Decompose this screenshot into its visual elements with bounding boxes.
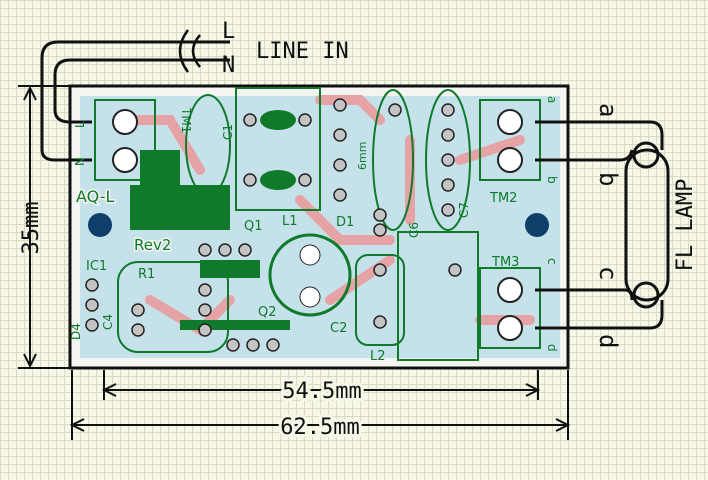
c1-pad-bottom bbox=[260, 170, 296, 190]
c2-pad-2 bbox=[299, 286, 321, 308]
tm2-label: TM2 bbox=[489, 191, 517, 206]
capacitor-c6-outline bbox=[372, 89, 414, 231]
lamp-end-cap-top bbox=[632, 141, 660, 169]
c7-label: C7 bbox=[457, 202, 471, 218]
outer-width-label: 62.5mm bbox=[280, 415, 359, 440]
board-rev-label: Rev2 bbox=[134, 236, 171, 254]
q1-label: Q1 bbox=[244, 219, 263, 234]
ic1-label: IC1 bbox=[86, 259, 107, 274]
inductor-l2-outline bbox=[355, 254, 405, 346]
capacitor-c7-outline bbox=[425, 89, 471, 231]
line-in-wires bbox=[40, 29, 230, 162]
height-dimension-label: 35mm bbox=[19, 202, 44, 255]
c4-label: C4 bbox=[101, 314, 115, 330]
terminal-tm2 bbox=[479, 99, 541, 181]
line-in-title: LINE IN bbox=[256, 39, 349, 64]
d4-label: D4 bbox=[69, 323, 83, 340]
capacitor-c2-outline bbox=[268, 233, 352, 317]
lamp-wire-b-label: b bbox=[594, 172, 622, 186]
mount-hole-right bbox=[525, 213, 549, 237]
lamp-end-cap-bottom bbox=[632, 281, 660, 309]
capacitor-c1-outline bbox=[235, 87, 321, 211]
c1-pad-top bbox=[260, 110, 296, 130]
inner-width-label: 54.5mm bbox=[282, 379, 361, 404]
fl-lamp-label: FL LAMP bbox=[673, 179, 698, 272]
board-name-label: AQ-L bbox=[76, 187, 114, 206]
c6-label: C6 bbox=[407, 222, 421, 238]
l2-label: L2 bbox=[370, 349, 386, 364]
gap-6mm-label: 6mm bbox=[356, 142, 369, 170]
ic1-region bbox=[117, 261, 229, 353]
q2-label: Q2 bbox=[258, 305, 277, 320]
r1-label: R1 bbox=[138, 267, 155, 282]
lamp-wire-d-label: d bbox=[594, 334, 622, 348]
tm1-label: TM1 bbox=[179, 107, 193, 133]
tm1-n-silk: N bbox=[73, 157, 87, 166]
tm2-b-silk: b bbox=[545, 176, 559, 184]
tm3-label: TM3 bbox=[491, 255, 519, 270]
tm3-c-silk: c bbox=[545, 258, 559, 265]
c2-pad-1 bbox=[299, 244, 321, 266]
pad-array bbox=[85, 98, 462, 352]
terminal-tm3 bbox=[479, 267, 541, 349]
lamp-wire-c-label: c bbox=[594, 266, 622, 280]
dimension-lines bbox=[18, 85, 571, 440]
line-in-n-label: N bbox=[222, 53, 235, 78]
c2-label: C2 bbox=[330, 321, 347, 336]
lamp-wire-a-label: a bbox=[594, 103, 622, 117]
tm3-d-silk: d bbox=[545, 344, 559, 352]
tm1-thermistor-outline bbox=[185, 94, 231, 196]
component-outline-right bbox=[397, 231, 479, 361]
fluorescent-lamp-tube bbox=[624, 148, 670, 302]
tm1-l-silk: L bbox=[73, 121, 87, 128]
terminal-tm1 bbox=[94, 99, 156, 181]
l1-label: L1 bbox=[282, 214, 298, 229]
c1-label: C1 bbox=[221, 124, 235, 140]
tm2-a-silk: a bbox=[545, 96, 559, 103]
line-in-l-label: L bbox=[222, 19, 235, 44]
d1-label: D1 bbox=[336, 215, 354, 230]
mount-hole-left bbox=[88, 213, 112, 237]
